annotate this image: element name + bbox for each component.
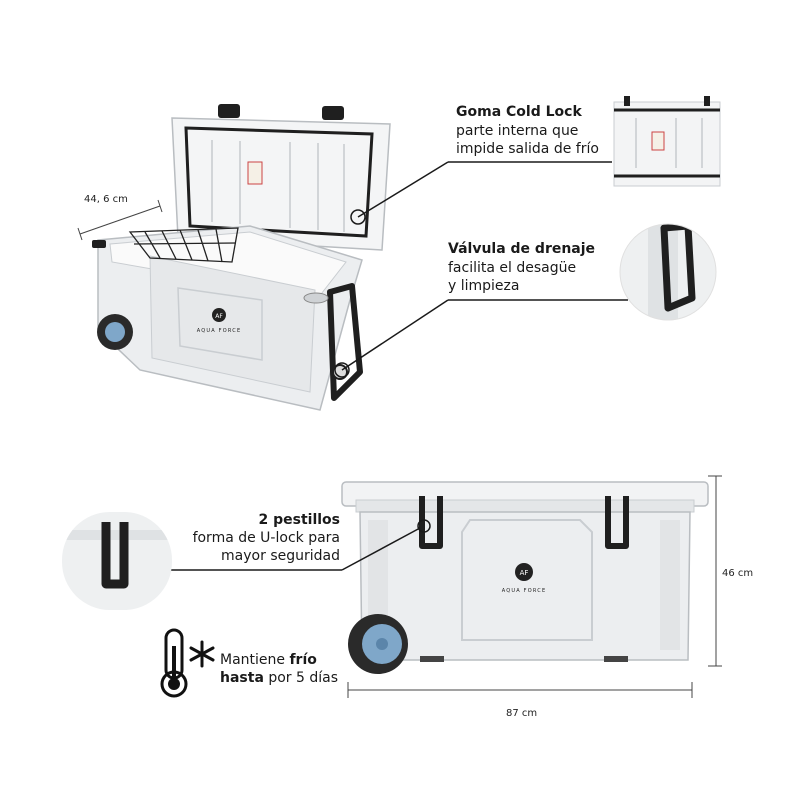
cold-retention-bold2: hasta (220, 670, 264, 686)
cold-lock-line2: impide salida de frío (456, 141, 599, 157)
marker-latch (417, 519, 431, 533)
cold-lock-gasket (184, 126, 374, 238)
brand-logo-initials-bottom: AF (520, 569, 529, 577)
height-dimension-line (708, 475, 722, 667)
depth-dimension-label: 44, 6 cm (84, 194, 128, 205)
height-dimension-label: 46 cm (722, 568, 754, 579)
cold-lock-title: Goma Cold Lock (456, 104, 582, 120)
drain-valve-line2: y limpieza (448, 278, 520, 294)
drain-valve-line1: facilita el desagüe (448, 260, 577, 276)
cold-lock-line1: parte interna que (456, 123, 579, 139)
marker-drain (334, 362, 350, 378)
cold-retention-prefix: Mantiene (220, 652, 290, 668)
cooler-body-open: AF AQUA FORCE (92, 225, 363, 411)
cold-retention-line1: Mantiene frío (220, 652, 317, 669)
bottle-opener (303, 292, 329, 304)
handle-left-top (92, 240, 106, 248)
brand-name-top: AQUA FORCE (197, 328, 242, 334)
leader-line-drain (341, 299, 449, 371)
cold-retention-bold1: frío (289, 652, 317, 668)
brand-logo-badge (212, 308, 226, 322)
drain-valve-title: Válvula de drenaje (448, 241, 596, 257)
latches-line1: forma de U-lock para (192, 530, 340, 546)
cooler-lid (171, 104, 391, 251)
cold-retention-line2: hasta por 5 días (220, 670, 338, 687)
latches-line2: mayor seguridad (221, 548, 340, 564)
zoom-cold-lock (612, 96, 722, 192)
latch-right (605, 496, 629, 549)
depth-dimension-line (77, 199, 163, 241)
side-handle-bracket (327, 283, 363, 401)
lid-handle-left (218, 104, 240, 118)
closed-body (359, 511, 691, 661)
length-dimension-line (347, 682, 693, 698)
thermometer-snowflake-icon (160, 628, 215, 698)
warning-sticker (247, 161, 263, 185)
length-dimension-label: 87 cm (506, 708, 538, 719)
latches-title: 2 pestillos (258, 512, 340, 528)
wire-basket (128, 227, 239, 263)
brand-logo-badge-bottom (515, 563, 533, 581)
cold-retention-suffix: por 5 días (263, 670, 339, 686)
lid-handle-right (322, 106, 344, 120)
zoom-latch (62, 512, 172, 610)
leader-line-cold-lock (357, 161, 449, 218)
brand-logo-initials: AF (215, 313, 223, 320)
brand-name-bottom: AQUA FORCE (502, 588, 547, 594)
marker-cold-lock (350, 209, 366, 225)
zoom-drain-valve (619, 223, 717, 321)
